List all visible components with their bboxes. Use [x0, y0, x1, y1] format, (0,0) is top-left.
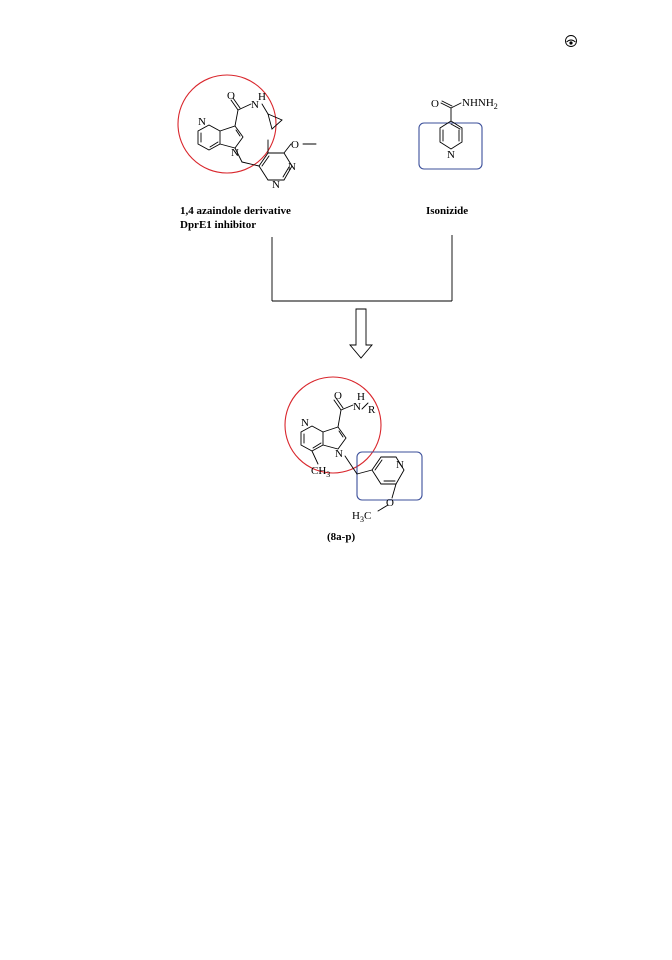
azaindole-red-circle-highlight — [177, 74, 277, 174]
left-caption-line1: 1,4 azaindole derivative — [180, 205, 291, 217]
product-atom-o-methoxy: O — [386, 497, 394, 509]
right-caption: Isonizide — [426, 205, 468, 217]
product-atom-methoxy-carbon: H3C — [352, 510, 371, 524]
atom-n-pyridine: N — [198, 116, 206, 128]
product-structure: O H N R N N CH3 N O H3C — [284, 376, 423, 524]
product-atom-methyl: CH3 — [311, 465, 330, 479]
atom-o-methoxy: O — [291, 139, 299, 151]
atom-n-pyrrole: N — [231, 147, 239, 159]
circled-dot-icon — [565, 35, 577, 47]
left-caption-line2: DprE1 inhibitor — [180, 219, 256, 231]
product-atom-r-group: R — [368, 404, 376, 416]
product-atom-n-pyridine: N — [301, 417, 309, 429]
product-atom-h-amide: H — [357, 391, 365, 403]
atom-n-pyridine-isoniazid: N — [447, 149, 455, 161]
atom-n-pyrimidine-2: N — [272, 179, 280, 191]
atom-n-amide: N — [251, 99, 259, 111]
atom-h-amide: H — [258, 91, 266, 103]
pyridine-blue-box-highlight — [418, 122, 483, 170]
atom-o-carbonyl: O — [227, 90, 235, 102]
atom-n-pyrimidine-1: N — [288, 161, 296, 173]
product-atom-n-pyridine-ring: N — [396, 459, 404, 471]
isoniazid-structure: O NHNH2 N — [418, 97, 498, 170]
product-caption: (8a-p) — [327, 531, 355, 543]
combination-connector — [271, 235, 453, 302]
product-red-circle-highlight — [284, 376, 382, 474]
product-atom-o-carbonyl: O — [334, 390, 342, 402]
product-atom-n-pyrrole: N — [335, 448, 343, 460]
atom-hydrazide: NHNH2 — [462, 97, 498, 111]
atom-o-carbonyl-isoniazid: O — [431, 98, 439, 110]
azaindole-inhibitor-structure: N O N H N O N N — [177, 74, 317, 191]
product-blue-box-highlight — [356, 451, 423, 501]
product-atom-n-amide: N — [353, 401, 361, 413]
reaction-arrow — [349, 308, 373, 359]
